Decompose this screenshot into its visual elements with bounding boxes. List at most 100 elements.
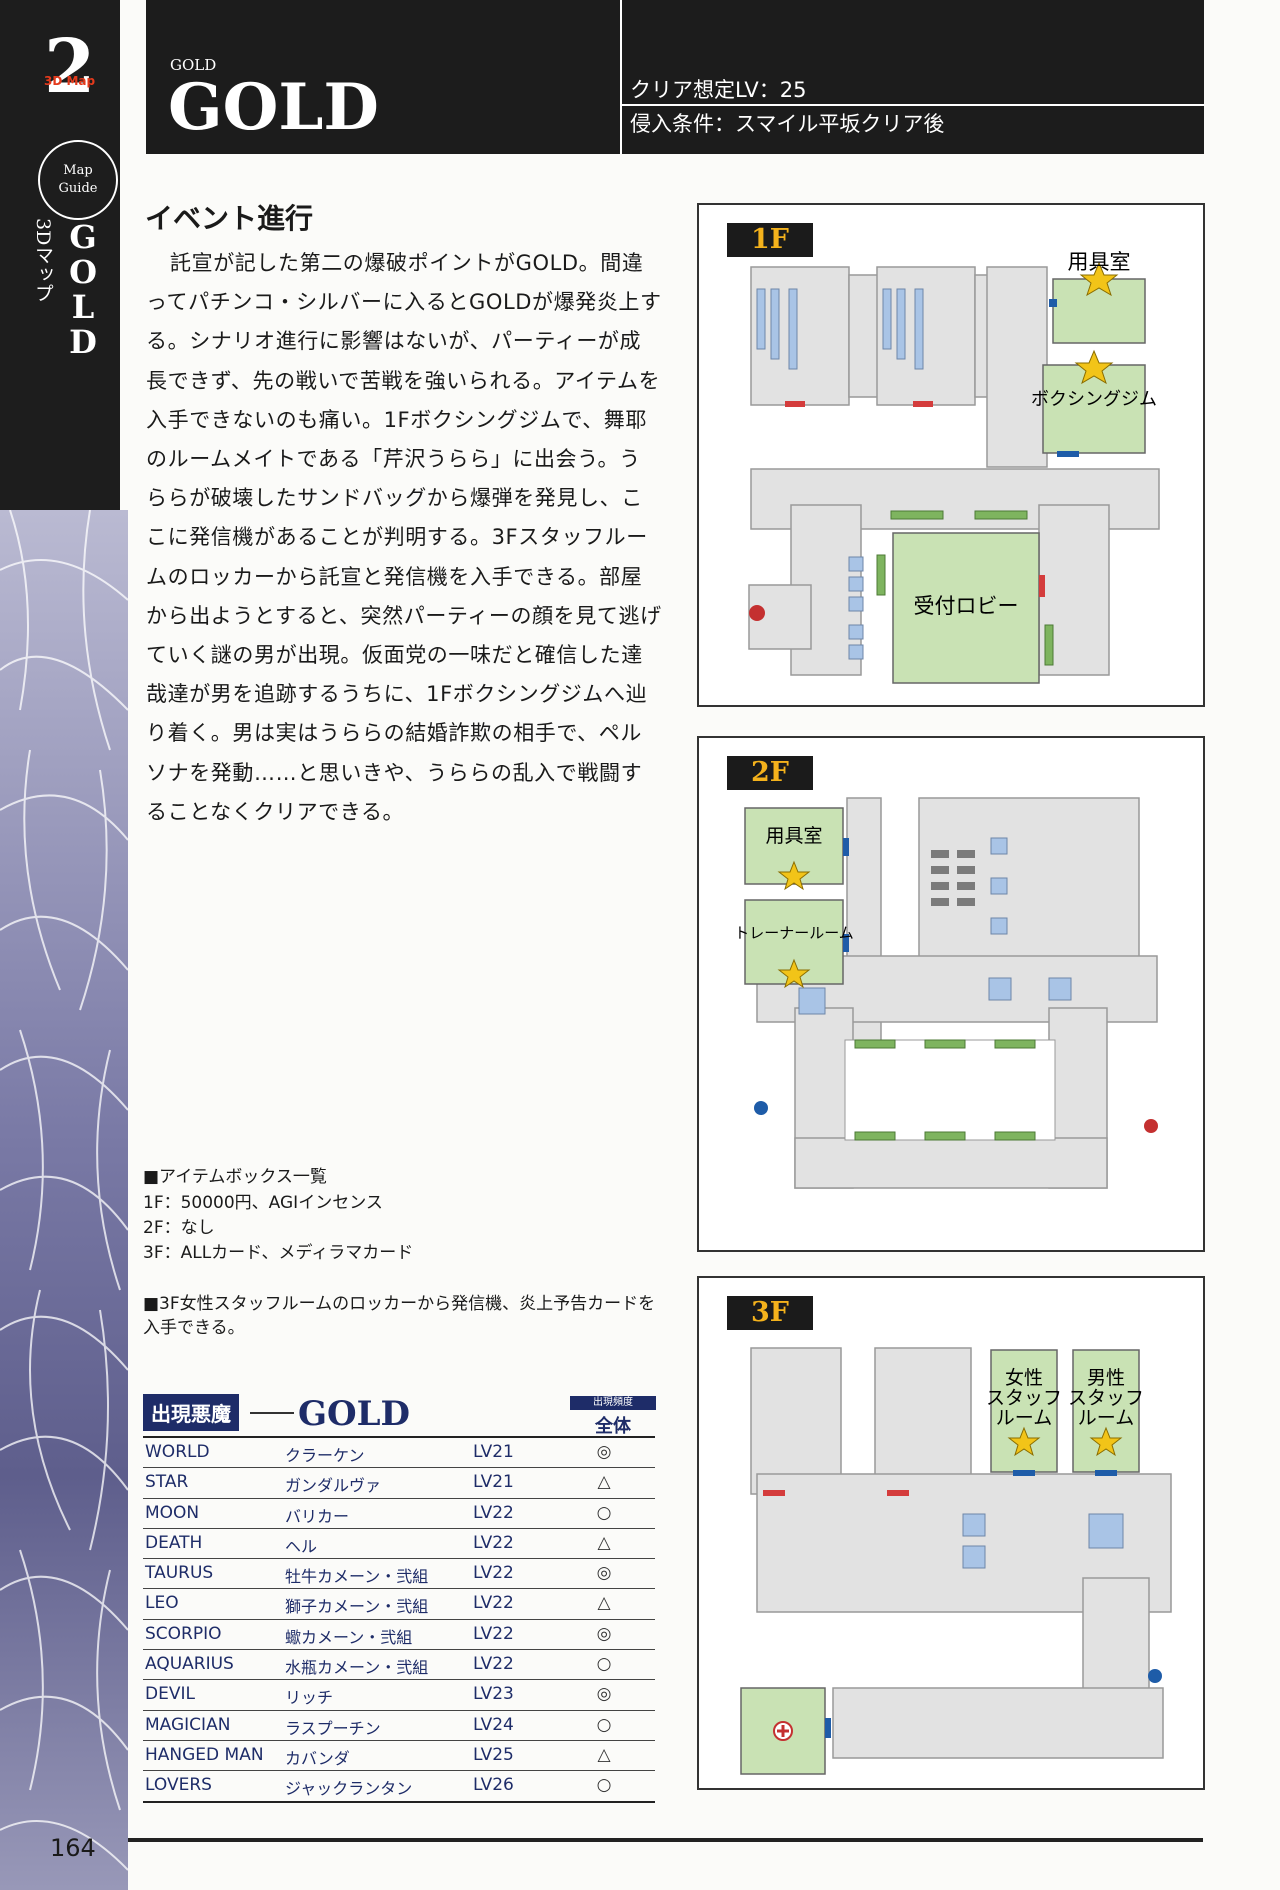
map-2f-machine-1 bbox=[931, 850, 949, 858]
room-3f-male-label-3: ルーム bbox=[1078, 1407, 1134, 1429]
map-panel-2f: 用具室 トレーナールーム 2F bbox=[697, 736, 1205, 1252]
map-1f-locker-1 bbox=[756, 288, 766, 350]
demon-arcana: WORLD bbox=[145, 1442, 210, 1462]
map-1f-stair-icon bbox=[749, 605, 765, 621]
infirmary-cross-mark bbox=[777, 1725, 789, 1737]
demon-arcana: DEVIL bbox=[145, 1684, 195, 1705]
demon-level: LV25 bbox=[473, 1744, 514, 1765]
room-2f-equip-star bbox=[777, 860, 811, 891]
map-1f-seat-1 bbox=[848, 556, 864, 572]
header-small-title: GOLD bbox=[170, 56, 217, 74]
room-3f-female-staff bbox=[990, 1349, 1058, 1473]
map-3f-door-2 bbox=[887, 1490, 909, 1496]
item-line-2f: 2F：なし bbox=[143, 1218, 215, 1238]
map-2f-machine-4 bbox=[957, 866, 975, 874]
map-3f-door-5 bbox=[825, 1718, 831, 1738]
header-title: GOLD bbox=[168, 70, 379, 145]
room-3f-female-label-2: スタッフ bbox=[986, 1387, 1062, 1409]
room-3f-female-star bbox=[1007, 1426, 1041, 1457]
demon-frequency: ◎ bbox=[596, 1442, 612, 1462]
room-1f-equip bbox=[1052, 278, 1146, 344]
demon-level: LV22 bbox=[473, 1654, 514, 1675]
clear-level: クリア想定LV：25 bbox=[630, 78, 807, 102]
map-3f-door-3 bbox=[1013, 1470, 1035, 1476]
demon-arcana: LOVERS bbox=[145, 1775, 212, 1796]
demon-table-label: 出現悪魔 bbox=[143, 1394, 239, 1431]
floor-label-2f: 2F bbox=[727, 756, 813, 790]
demon-frequency: ◎ bbox=[596, 1684, 612, 1705]
map-2f-plant-1 bbox=[854, 1039, 896, 1049]
demon-name: ラスプーチン bbox=[285, 1718, 381, 1738]
demon-arcana: DEATH bbox=[145, 1532, 203, 1553]
map-1f-seat-3 bbox=[848, 596, 864, 612]
map-2f-machine-7 bbox=[931, 898, 949, 906]
map-1f-door-1 bbox=[785, 401, 805, 407]
demon-frequency: ○ bbox=[596, 1502, 612, 1523]
item-line-3f: 3F：ALLカード、メディラマカード bbox=[143, 1243, 414, 1263]
demon-level: LV21 bbox=[473, 1472, 514, 1493]
map-2f-box-1 bbox=[988, 977, 1012, 1001]
demon-frequency: △ bbox=[597, 1532, 611, 1553]
map-3f-stair-icon bbox=[1148, 1669, 1162, 1683]
map-1f-seat-5 bbox=[848, 644, 864, 660]
item-note: ■3F女性スタッフルームのロッカーから発信機、炎上予告カードを入手できる。 bbox=[143, 1294, 656, 1338]
room-1f-boxing-star bbox=[1074, 349, 1114, 385]
entry-condition: 侵入条件：スマイル平坂クリア後 bbox=[630, 112, 945, 136]
demon-arcana: MOON bbox=[145, 1502, 200, 1523]
map-panel-3f: 女性 スタッフ ルーム 男性 スタッフ ルーム 3F bbox=[697, 1276, 1205, 1790]
room-2f-trainer-star bbox=[777, 958, 811, 989]
demon-arcana: LEO bbox=[145, 1593, 179, 1614]
demon-frequency: ◎ bbox=[596, 1563, 612, 1584]
map-2f-machine-6 bbox=[957, 882, 975, 890]
map-2f-door-1 bbox=[843, 838, 849, 856]
event-body-text: 託宣が記した第二の爆破ポイントがGOLD。間違ってパチンコ・シルバーに入るとGO… bbox=[146, 251, 662, 824]
demon-name: リッチ bbox=[285, 1688, 334, 1708]
demon-frequency: ○ bbox=[596, 1775, 612, 1796]
room-1f-lobby-label: 受付ロビー bbox=[914, 594, 1019, 618]
floor-map-2f: 用具室 トレーナールーム bbox=[734, 797, 1158, 1189]
map-1f-plant-4 bbox=[1044, 624, 1054, 666]
demon-frequency: ◎ bbox=[596, 1623, 612, 1644]
map-guide-badge: Map Guide bbox=[38, 140, 118, 220]
event-body: 託宣が記した第二の爆破ポイントがGOLD。間違ってパチンコ・シルバーに入るとGO… bbox=[146, 244, 662, 832]
map-1f-door-4 bbox=[1049, 299, 1057, 307]
demon-frequency: △ bbox=[597, 1593, 611, 1614]
web-pattern-image bbox=[0, 510, 128, 1871]
map-3f-box-2 bbox=[962, 1545, 986, 1569]
floor-map-3f: 女性 スタッフ ルーム 男性 スタッフ ルーム bbox=[740, 1347, 1172, 1775]
room-3f-female-label-1: 女性 bbox=[1005, 1367, 1043, 1389]
map-3f-south-corridor bbox=[832, 1687, 1164, 1759]
vertical-section-gold: GOLD bbox=[64, 218, 102, 358]
room-1f-equip-star bbox=[1079, 261, 1119, 297]
room-1f-lobby bbox=[892, 532, 1040, 684]
room-3f-female-label-3: ルーム bbox=[996, 1407, 1052, 1429]
map-1f-locker-6 bbox=[914, 288, 924, 370]
room-1f-equip-label: 用具室 bbox=[1068, 250, 1131, 274]
map-2f-plant-3 bbox=[994, 1039, 1036, 1049]
room-3f-infirmary bbox=[740, 1687, 826, 1775]
map-1f-door-5 bbox=[1057, 451, 1079, 457]
map-1f-locker-5 bbox=[896, 288, 906, 360]
floor-label-3f: 3F bbox=[727, 1296, 813, 1330]
demon-level: LV21 bbox=[473, 1442, 514, 1462]
map-2f-stair-1-icon bbox=[754, 1101, 768, 1115]
demon-level: LV24 bbox=[473, 1714, 514, 1735]
demon-arcana: TAURUS bbox=[145, 1563, 214, 1584]
footer-rule bbox=[128, 1838, 1203, 1842]
demon-level: LV22 bbox=[473, 1623, 514, 1644]
demon-name: ヘル bbox=[285, 1536, 318, 1556]
demon-name: カバンダ bbox=[285, 1748, 350, 1768]
demon-table-dash bbox=[250, 1412, 294, 1414]
map-3f-locker-mid bbox=[874, 1347, 972, 1495]
header-divider bbox=[620, 0, 622, 154]
demon-name: 水瓶カメーン・弐組 bbox=[285, 1658, 429, 1678]
room-1f-boxing bbox=[1042, 364, 1146, 454]
